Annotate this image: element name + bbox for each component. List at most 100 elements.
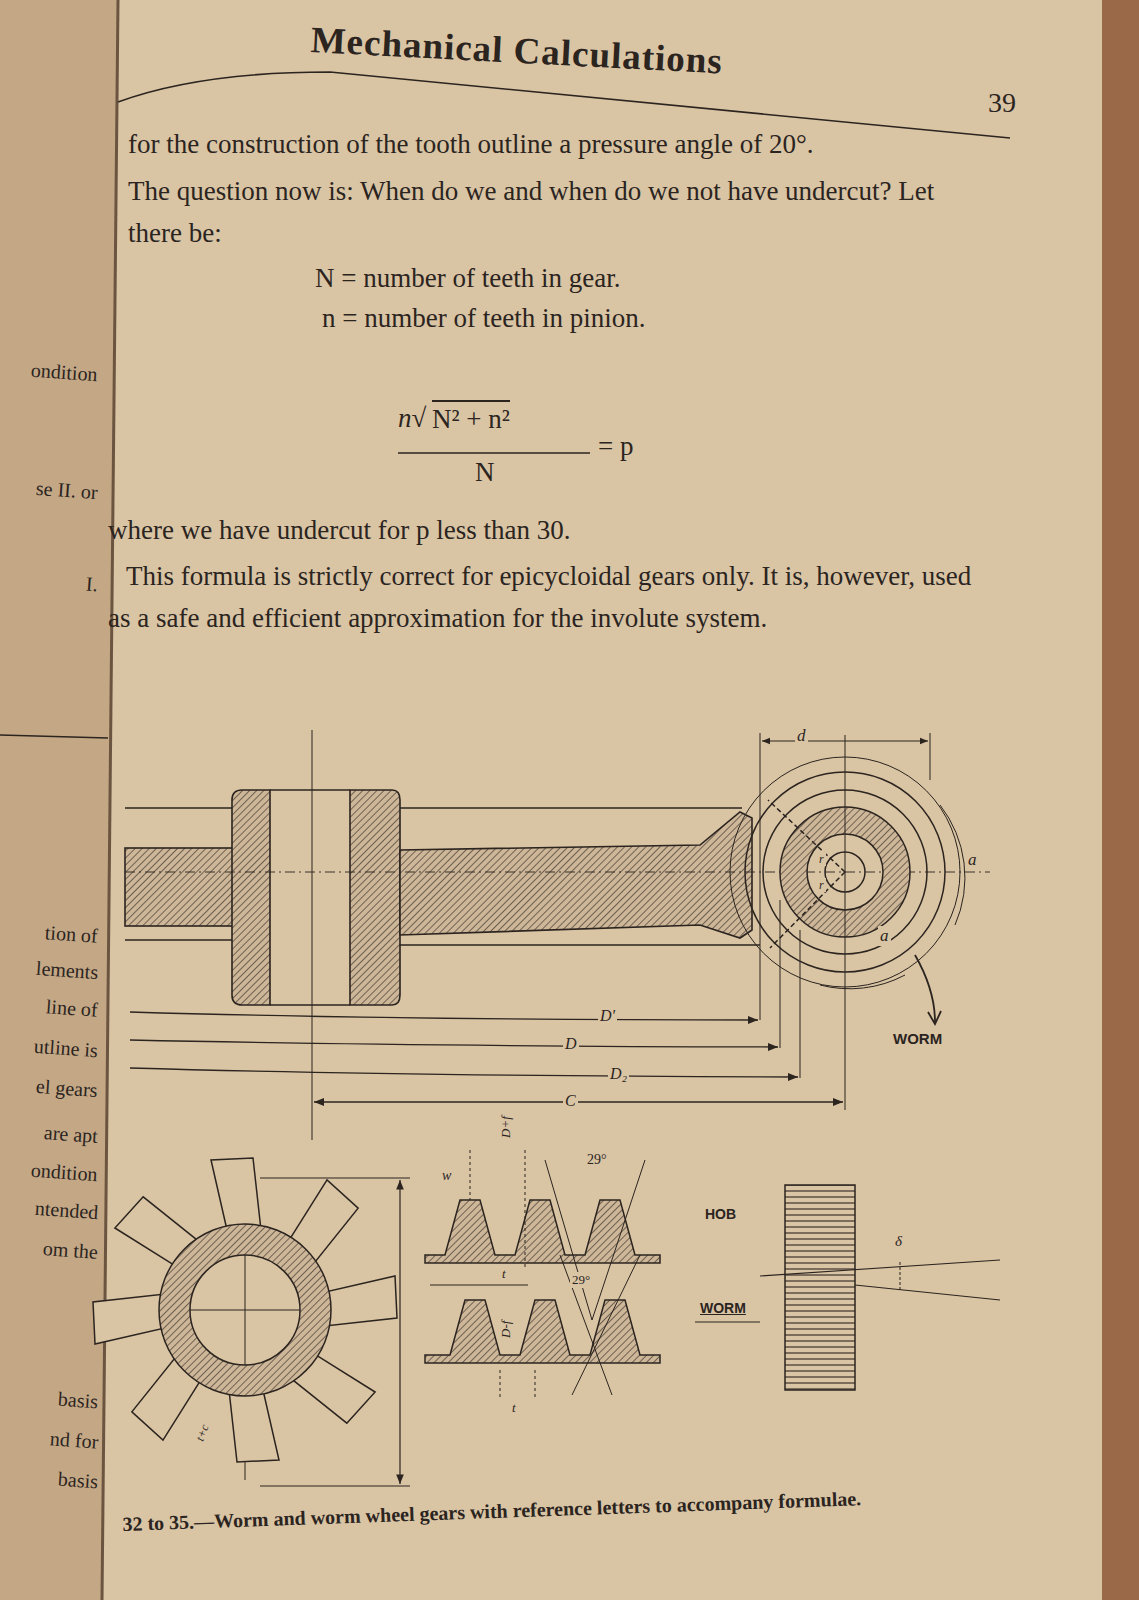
drawing-part [1102, 0, 1139, 1600]
dimension-label: d [795, 726, 808, 746]
drawing-part [312, 730, 313, 1140]
margin-fragment: basis [57, 1387, 99, 1414]
drawing-part [545, 1160, 592, 1320]
formula-part: N² + n² [432, 400, 510, 435]
drawing-part [260, 1486, 410, 1487]
part-name: WORM [893, 1030, 942, 1048]
part-name: WORM [700, 1300, 746, 1317]
dimension-label: D+f [498, 1114, 514, 1140]
drawing-part [125, 939, 232, 941]
drawing-part [760, 733, 761, 1020]
margin-fragment: om the [42, 1236, 99, 1264]
thread-profiles [425, 1150, 760, 1400]
drawing-part [928, 1011, 941, 1024]
title-rule [118, 72, 1010, 138]
drawing-part [800, 930, 801, 1078]
dimension-label: D [563, 1034, 579, 1053]
worm-wheel-section [125, 730, 990, 1140]
drawing-part [525, 1150, 526, 1270]
margin-fragment: tion of [44, 920, 98, 948]
drawing-part [560, 1255, 612, 1395]
margin-fragment: basis [57, 1467, 99, 1494]
drawing-part [770, 872, 845, 948]
drawing-part [915, 955, 935, 1022]
margin-fragment: lements [35, 956, 99, 984]
angle-label: 29° [585, 1152, 609, 1169]
formula-part: n√ [398, 402, 426, 434]
hob-side-view [760, 1185, 1000, 1390]
part-name: HOB [705, 1206, 736, 1223]
drawing-part [93, 1158, 397, 1462]
drawing-part [270, 789, 350, 791]
margin-fragment: se II. or [36, 476, 99, 504]
margin-fragment: ondition [31, 358, 99, 387]
drawing-part [325, 1276, 397, 1326]
dimension-label: a [966, 850, 979, 870]
drawing-part [400, 944, 760, 946]
drawing-part [159, 1224, 331, 1396]
drawing-part [260, 1178, 410, 1179]
dimension-label: w [440, 1168, 453, 1185]
margin-fragment: are apt [43, 1120, 98, 1148]
drawing-part [350, 790, 400, 1005]
margin-fragment: I. [86, 572, 99, 597]
margin-fragment: ondition [31, 1158, 99, 1187]
dimension-label: C [563, 1091, 578, 1110]
drawing-part [535, 1370, 536, 1400]
worm-end-view [730, 733, 965, 1110]
drawing-part [780, 900, 781, 1048]
drawing-part [930, 733, 931, 780]
drawing-part [130, 1040, 778, 1047]
dimension-label: t [510, 1400, 518, 1416]
drawing-part [855, 1285, 1000, 1300]
drawing-part [760, 1260, 1000, 1276]
formula-part: N [475, 456, 495, 488]
drawing-part [900, 1262, 901, 1292]
dimension-label: D₂ [608, 1064, 629, 1083]
drawing-part [695, 1322, 760, 1323]
margin-fragment: ntended [34, 1196, 99, 1224]
body-text: This formula is strictly correct for epi… [108, 555, 998, 639]
margin-fragment: line of [46, 994, 99, 1022]
drawing-part [398, 452, 590, 454]
margin-fragment: nd for [49, 1426, 99, 1453]
drawing-part [102, 0, 118, 1600]
body-text: where we have undercut for p less than 3… [108, 514, 571, 546]
drawing-part [500, 1370, 501, 1400]
drawing-part [0, 735, 108, 738]
dimension-label: D' [598, 1006, 617, 1025]
dimension-label: D-f [498, 1319, 514, 1340]
page-number: 39 [988, 86, 1016, 120]
drawing-part [125, 872, 990, 873]
body-text: for the construction of the tooth outlin… [128, 128, 998, 160]
drawing-part [845, 735, 846, 1110]
dimension-label: r [817, 852, 826, 866]
drawing-part [399, 1180, 400, 1484]
dimension-lines [130, 1012, 843, 1102]
hob-cutter [93, 1158, 410, 1486]
drawing-part [768, 800, 845, 872]
margin-fragment: el gears [36, 1074, 99, 1102]
drawing-part [270, 1004, 350, 1006]
drawing-part [130, 1012, 758, 1020]
drawing-part [425, 1200, 660, 1263]
drawing-part [785, 1185, 855, 1390]
dimension-label: a [878, 926, 891, 946]
dimension-label: r [817, 878, 826, 892]
drawing-part [211, 1158, 261, 1230]
formula-part: = p [598, 430, 633, 462]
drawing-part [314, 1101, 843, 1102]
drawing-part [470, 1150, 471, 1200]
drawing-part [232, 790, 270, 1005]
drawing-part [425, 1300, 660, 1363]
drawing-part [0, 0, 118, 1600]
angle-label: δ [893, 1232, 904, 1250]
drawing-part [762, 741, 928, 742]
drawing-part [940, 805, 965, 925]
margin-fragment: utline is [33, 1034, 98, 1062]
drawing-part [93, 1294, 165, 1344]
body-text: The question now is: When do we and when… [128, 170, 968, 254]
definition-line: n = number of teeth in pinion. [322, 302, 645, 334]
drawing-part [125, 848, 235, 926]
